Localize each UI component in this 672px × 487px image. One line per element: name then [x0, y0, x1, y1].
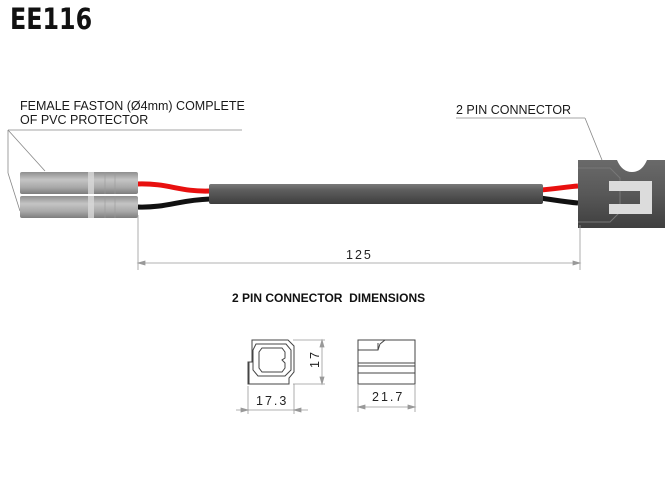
faston-callout-line2: OF PVC PROTECTOR: [20, 113, 149, 127]
black-wire-right: [539, 195, 579, 206]
red-wire-left: [136, 181, 211, 194]
front-width-value: 17.3: [256, 394, 289, 408]
front-view-dimensions: [236, 338, 325, 414]
side-view-dimensions: [356, 384, 417, 412]
faston-callout-label: FEMALE FASTON (Ø4mm) COMPLETE OF PVC PRO…: [20, 99, 245, 127]
dimensions-heading: 2 PIN CONNECTOR DIMENSIONS: [232, 291, 426, 305]
two-pin-connector: [578, 160, 665, 228]
cable-length-dimension: [136, 215, 582, 270]
black-wire-left: [136, 196, 211, 210]
connector-side-view: [357, 339, 416, 385]
red-wire-right: [539, 183, 579, 193]
connector-leader: [456, 117, 603, 161]
faston-callout-line1: FEMALE FASTON (Ø4mm) COMPLETE: [20, 99, 245, 113]
faston-terminal-top: [20, 172, 138, 194]
cable-length-value: 125: [346, 248, 373, 262]
cable-sheath: [209, 184, 543, 204]
connector-front-view: [247, 339, 295, 385]
faston-leader: [7, 129, 242, 212]
product-code-title: EE116: [10, 2, 93, 36]
front-height-value: 17: [307, 350, 322, 368]
faston-terminal-bottom: [20, 196, 138, 218]
connector-callout-label: 2 PIN CONNECTOR: [456, 103, 572, 117]
side-length-value: 21.7: [372, 390, 405, 404]
